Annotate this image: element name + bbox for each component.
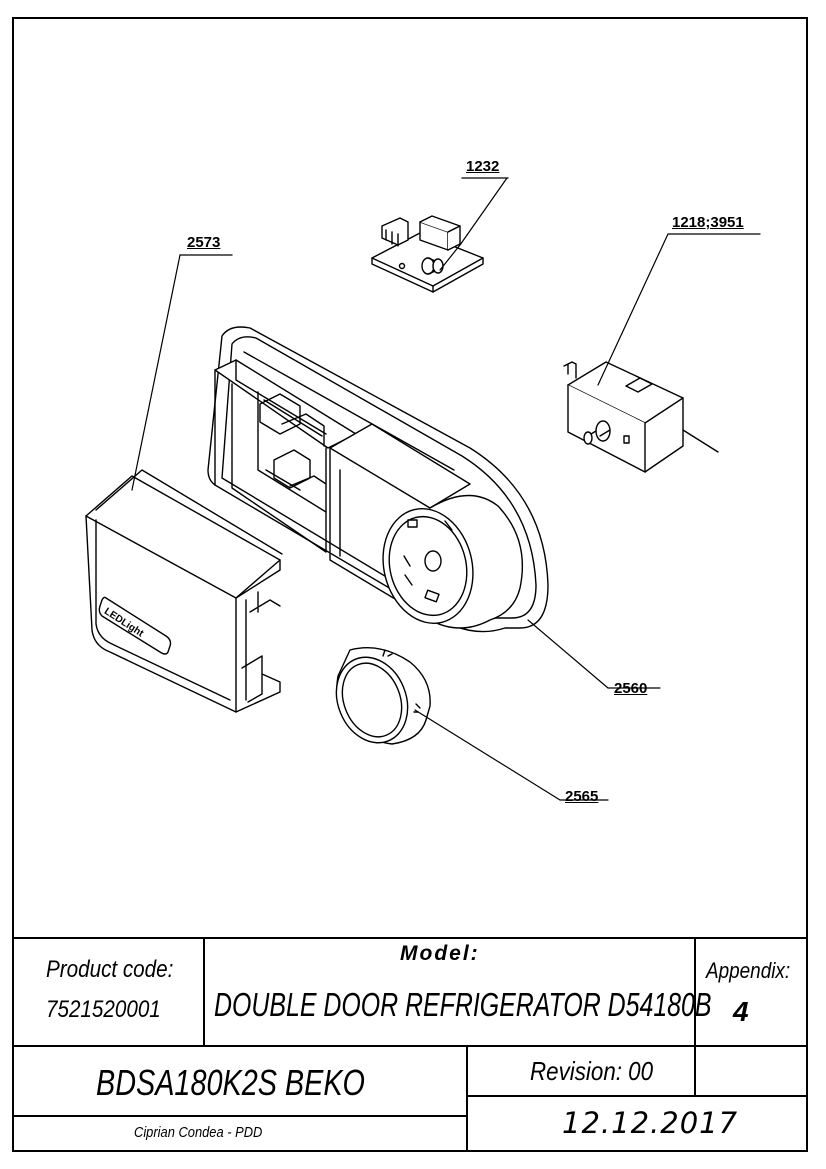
part-2560-housing bbox=[207, 326, 661, 689]
author: Ciprian Condea - PDD bbox=[134, 1124, 263, 1141]
callout-2560: 2560 bbox=[614, 680, 648, 697]
tb-line bbox=[12, 937, 808, 939]
tb-line bbox=[12, 1115, 468, 1117]
callout-2565: 2565 bbox=[565, 788, 599, 805]
date: 12.12.2017 bbox=[562, 1106, 739, 1140]
model-code: BDSA180K2S BEKO bbox=[96, 1062, 365, 1103]
product-code-label: Product code: bbox=[46, 956, 174, 983]
part-1218-thermostat bbox=[563, 233, 761, 473]
part-2573-led-cover bbox=[85, 254, 283, 713]
tb-line bbox=[12, 1045, 808, 1047]
tb-line bbox=[466, 1045, 468, 1152]
part-1232-pcb bbox=[371, 177, 508, 293]
callout-2573: 2573 bbox=[187, 234, 221, 251]
appendix-label: Appendix: bbox=[706, 958, 791, 983]
model-label: Model: bbox=[400, 942, 480, 965]
tb-line bbox=[694, 937, 696, 1097]
product-code-value: 7521520001 bbox=[46, 996, 161, 1023]
revision: Revision: 00 bbox=[530, 1056, 654, 1086]
callout-1232: 1232 bbox=[466, 158, 500, 175]
drawing-sheet bbox=[12, 17, 808, 1152]
model-value: DOUBLE DOOR REFRIGERATOR D54180B bbox=[214, 986, 712, 1023]
appendix-value: 4 bbox=[733, 996, 749, 1027]
callout-1218: 1218;3951 bbox=[672, 214, 744, 231]
callout-underlines bbox=[179, 177, 509, 256]
tb-line bbox=[203, 937, 205, 1047]
part-2565-knob bbox=[335, 647, 609, 801]
tb-line bbox=[466, 1095, 808, 1097]
